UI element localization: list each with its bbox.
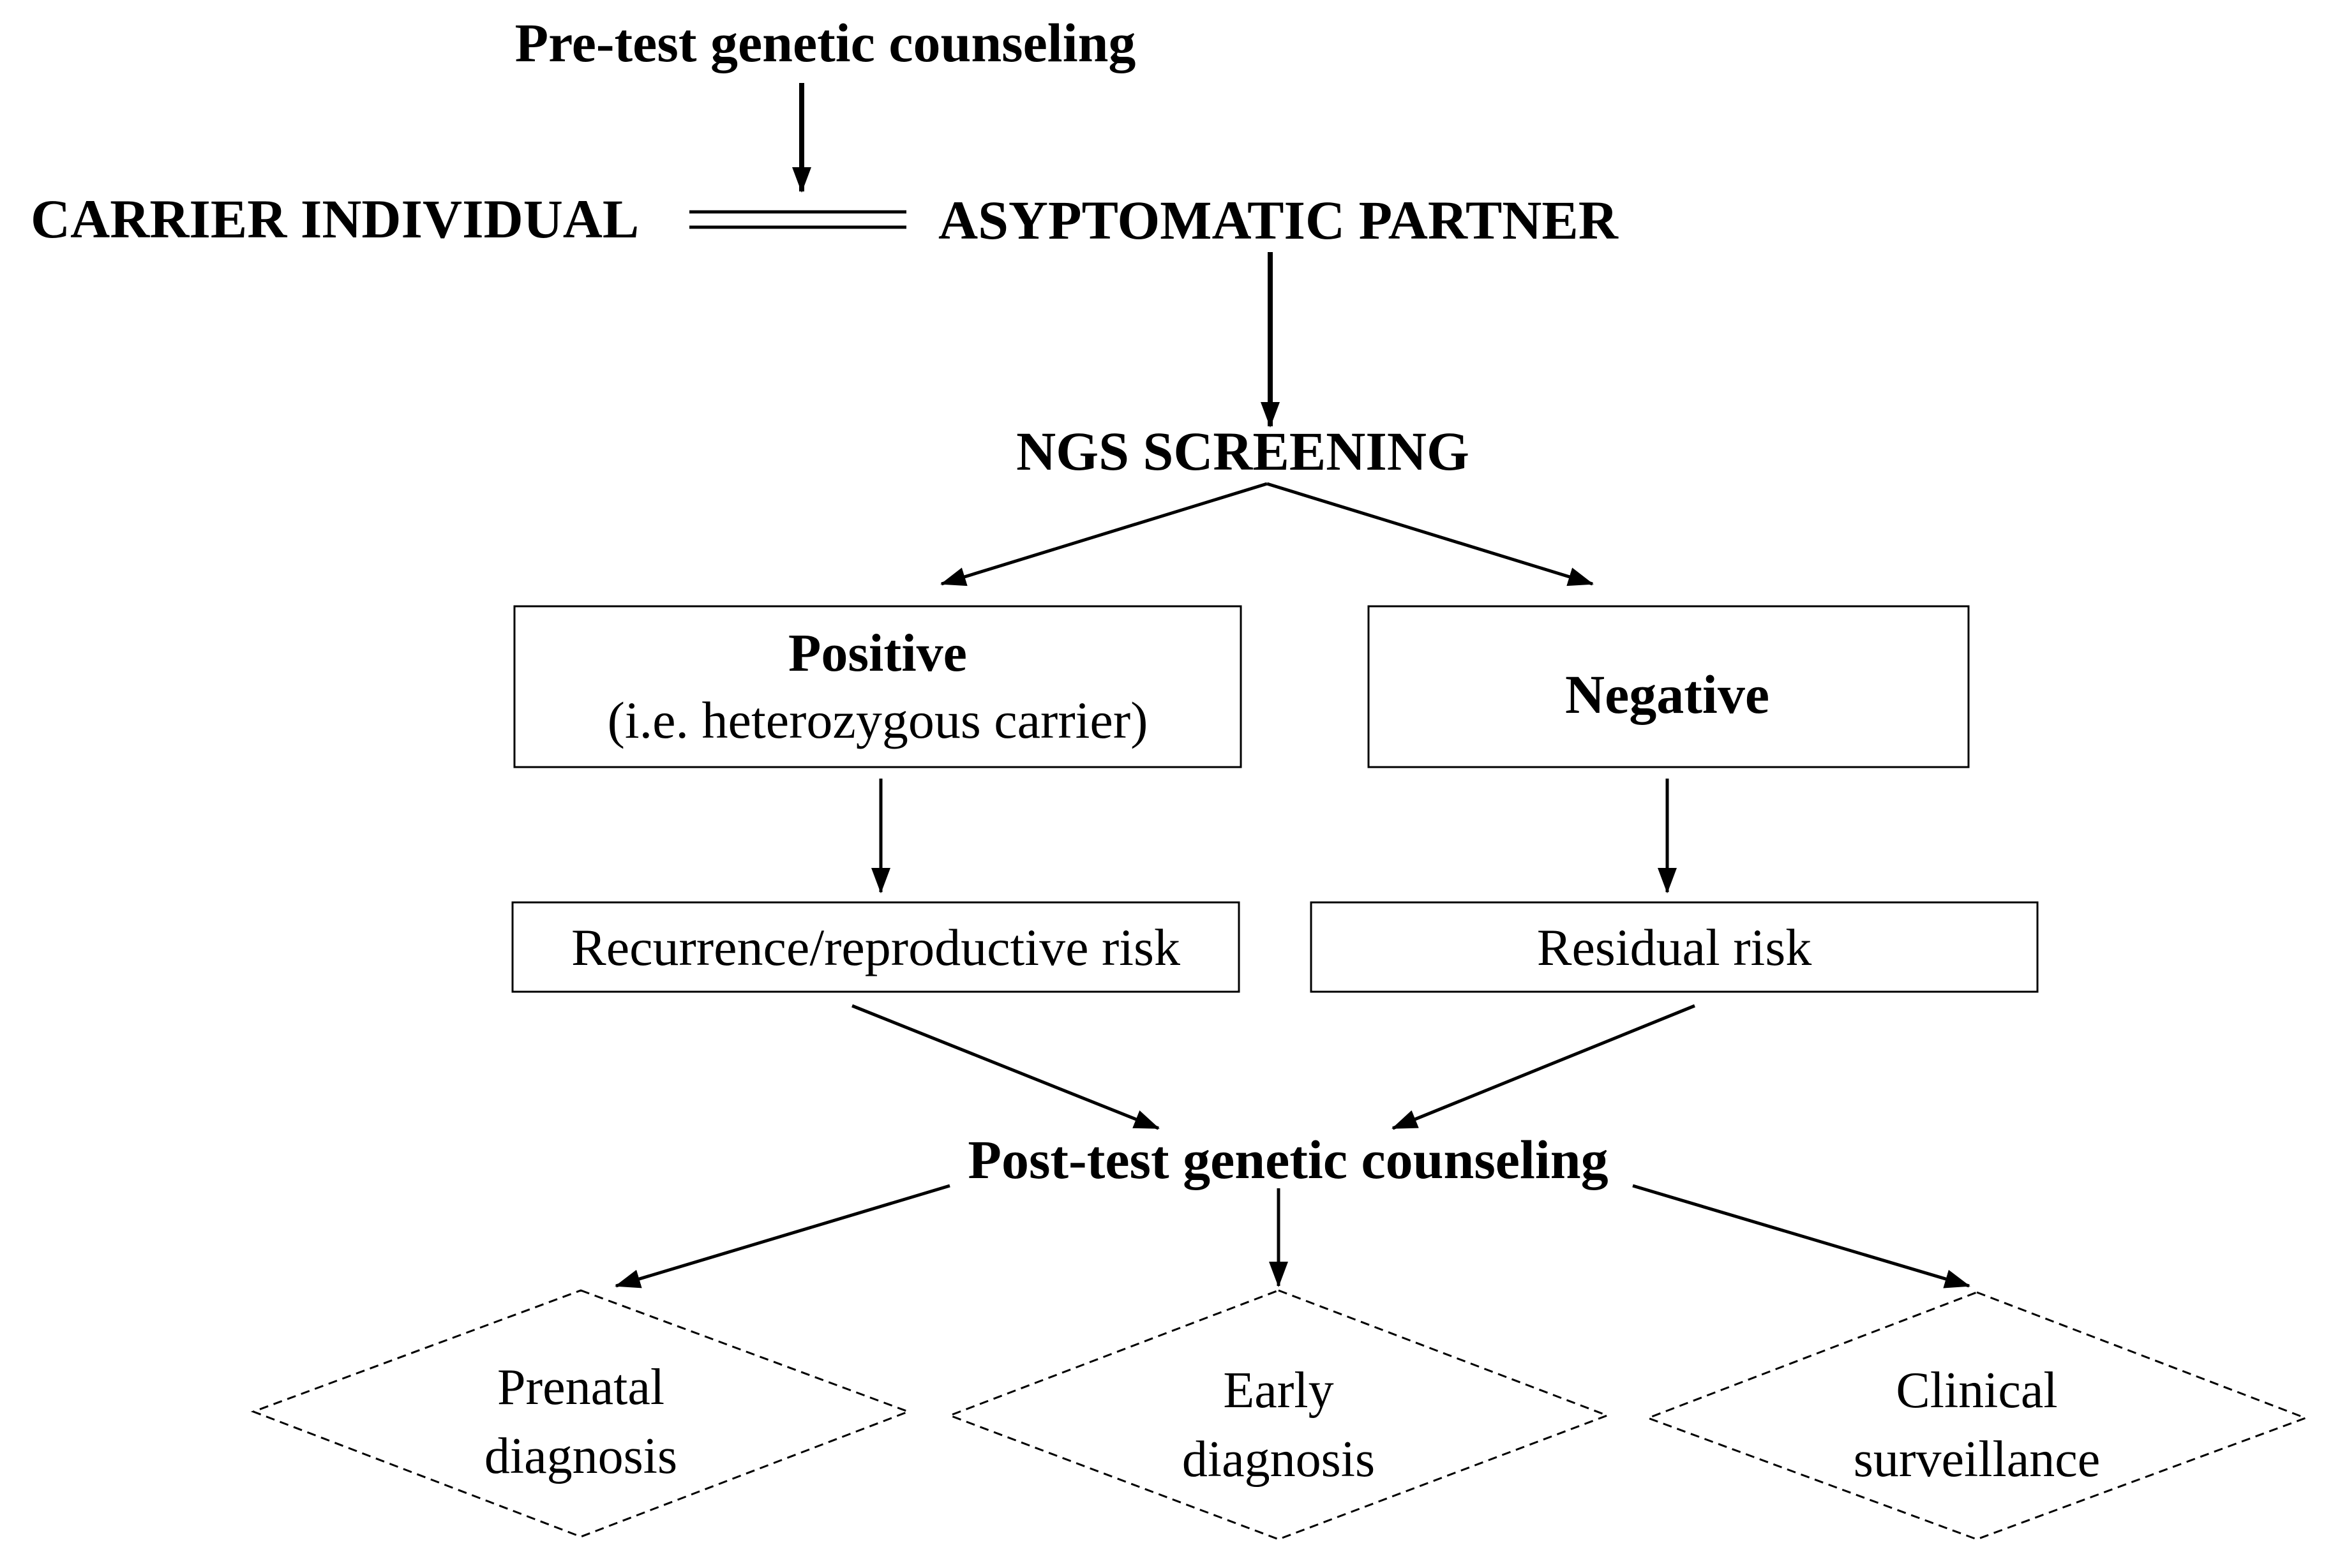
residual-risk-box <box>1310 901 2039 993</box>
prenatal-diagnosis-text: Prenatal diagnosis <box>484 1353 677 1491</box>
prenatal-line2: diagnosis <box>484 1428 678 1484</box>
prenatal-line1: Prenatal <box>497 1359 665 1415</box>
posttest-counseling-label: Post-test genetic counseling <box>968 1129 1609 1190</box>
clinical-line2: surveillance <box>1853 1431 2101 1488</box>
residual-risk-label: Residual risk <box>1536 918 1812 976</box>
negative-title: Negative <box>1565 664 1769 725</box>
asymptomatic-partner-label: ASYPTOMATIC PARTNER <box>938 190 1618 251</box>
early-line1: Early <box>1223 1363 1334 1419</box>
arrow-posttest-to-clinical <box>1632 1184 1970 1288</box>
arrow-posttest-to-prenatal <box>615 1184 950 1288</box>
early-diagnosis-text: Early diagnosis <box>1182 1356 1375 1494</box>
positive-box <box>513 605 1242 768</box>
arrow-screening-to-negative <box>1266 482 1594 586</box>
ngs-screening-label: NGS SCREENING <box>1016 421 1469 482</box>
prenatal-diagnosis-diamond <box>250 1289 911 1538</box>
arrow-residual-to-posttest <box>1391 1004 1695 1130</box>
carrier-individual-label: CARRIER INDIVIDUAL <box>31 188 640 250</box>
clinical-line1: Clinical <box>1896 1363 2058 1419</box>
negative-box <box>1367 605 1970 768</box>
recurrence-risk-label: Recurrence/reproductive risk <box>571 918 1180 976</box>
pretest-counseling-label: Pre-test genetic counseling <box>514 12 1136 73</box>
early-line2: diagnosis <box>1181 1431 1376 1488</box>
recurrence-risk-box <box>511 901 1240 993</box>
positive-title: Positive <box>788 623 967 683</box>
positive-subtitle: (i.e. heterozygous carrier) <box>607 691 1148 749</box>
arrow-screening-to-positive <box>940 482 1268 586</box>
clinical-surveillance-text: Clinical surveillance <box>1854 1356 2100 1494</box>
arrow-recurrence-to-posttest <box>851 1004 1160 1130</box>
